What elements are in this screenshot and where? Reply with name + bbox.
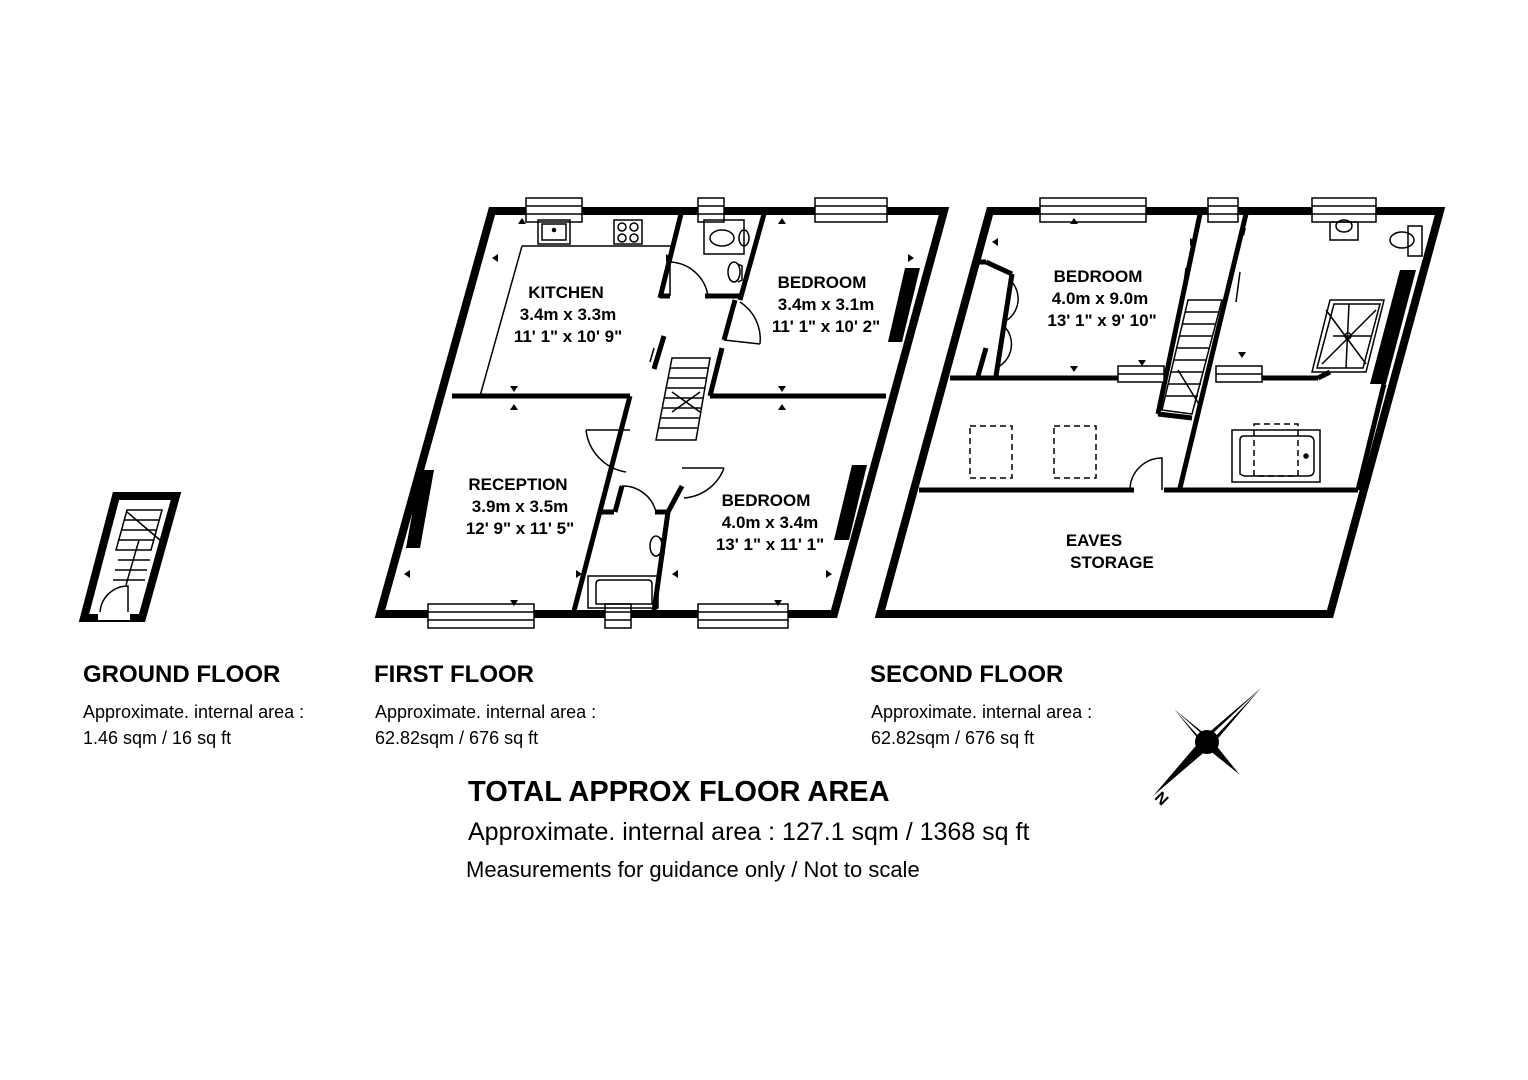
bedroom-first-top-name: BEDROOM [778, 273, 867, 292]
kitchen-name: KITCHEN [528, 283, 604, 302]
bedroom-second-imperial: 13' 1" x 9' 10" [1047, 311, 1156, 330]
wardrobe [995, 279, 1019, 369]
eaves-door [1129, 457, 1163, 491]
eaves-line2: STORAGE [1070, 553, 1154, 572]
first-floor-bathroom-fittings [587, 219, 750, 609]
first-floor-windows [427, 197, 888, 629]
second-floor-area-value: 62.82sqm / 676 sq ft [871, 728, 1035, 748]
kitchen-imperial: 11' 1" x 10' 9" [514, 327, 622, 346]
ground-floor-area-label: Approximate. internal area : [83, 702, 305, 722]
first-floor-chimneys [406, 268, 920, 548]
ground-door [99, 585, 129, 615]
reception-imperial: 12' 9" x 11' 5" [466, 519, 574, 538]
compass-north-label: N [1151, 789, 1171, 809]
first-floor-staircase [649, 347, 711, 441]
first-floor-dimension-markers [404, 218, 914, 606]
ground-staircase [113, 509, 163, 586]
second-floor-dimension-markers [992, 218, 1246, 372]
first-floor-area-value: 62.82sqm / 676 sq ft [375, 728, 539, 748]
total-area-value: Approximate. internal area : 127.1 sqm /… [468, 818, 1030, 846]
skylights [969, 423, 1299, 479]
ground-floor-title: GROUND FLOOR [83, 661, 281, 688]
eaves-line1: EAVES [1066, 531, 1122, 550]
scale-disclaimer: Measurements for guidance only / Not to … [466, 857, 920, 882]
first-floor-plan: KITCHEN 3.4m x 3.3m 11' 1" x 10' 9" BEDR… [374, 197, 950, 629]
bedroom-first-bottom-imperial: 13' 1" x 11' 1" [716, 535, 824, 554]
kitchen-fittings [479, 219, 672, 397]
first-floor-area-label: Approximate. internal area : [375, 702, 597, 722]
second-floor-title: SECOND FLOOR [870, 661, 1064, 688]
ground-floor-area-value: 1.46 sqm / 16 sq ft [83, 728, 232, 748]
second-floor-plan: BEDROOM 4.0m x 9.0m 13' 1" x 9' 10" EAVE… [874, 197, 1446, 618]
second-floor-windows [1039, 197, 1377, 383]
bedroom-first-bottom-metric: 4.0m x 3.4m [722, 513, 818, 532]
bedroom-second-metric: 4.0m x 9.0m [1052, 289, 1148, 308]
bedroom-first-top-imperial: 11' 1" x 10' 2" [772, 317, 880, 336]
first-floor-title: FIRST FLOOR [374, 661, 534, 688]
reception-name: RECEPTION [468, 475, 567, 494]
second-floor-bathroom-fittings [1231, 219, 1423, 483]
second-floor-chimney [1370, 270, 1416, 384]
second-floor-staircase [1161, 267, 1241, 415]
bedroom-first-top-metric: 3.4m x 3.1m [778, 295, 874, 314]
first-floor-doors [585, 261, 762, 513]
total-area-title: TOTAL APPROX FLOOR AREA [468, 776, 890, 808]
compass-rose [1153, 688, 1261, 796]
second-floor-area-label: Approximate. internal area : [871, 702, 1093, 722]
kitchen-metric: 3.4m x 3.3m [520, 305, 616, 324]
ground-floor-plan [78, 492, 182, 622]
bedroom-first-bottom-name: BEDROOM [722, 491, 811, 510]
reception-metric: 3.9m x 3.5m [472, 497, 568, 516]
bedroom-second-name: BEDROOM [1054, 267, 1143, 286]
